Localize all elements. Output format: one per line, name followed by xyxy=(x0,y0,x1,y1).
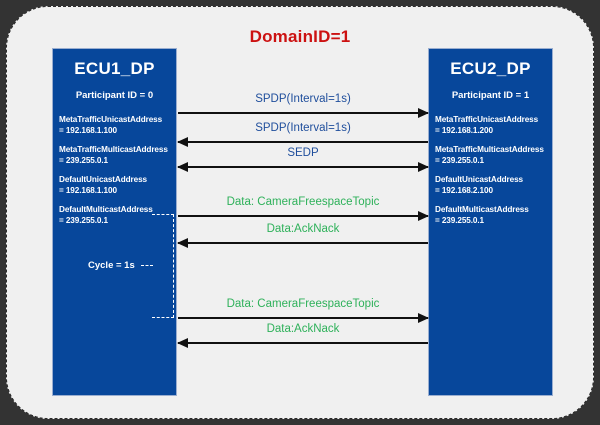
participant-id-ecu2: Participant ID = 1 xyxy=(451,90,530,101)
arrowhead-left-icon xyxy=(177,137,188,147)
arrowhead-right-icon xyxy=(418,313,429,323)
message-arrow: SPDP(Interval=1s) xyxy=(178,93,429,118)
message-arrow: SEDP xyxy=(177,147,429,172)
message-label: Data:AckNack xyxy=(266,223,340,235)
cycle-bracket xyxy=(152,214,174,318)
address-entry: MetaTrafficMulticastAddress = 239.255.0.… xyxy=(59,145,176,167)
address-value: = 192.168.1.100 xyxy=(59,125,117,135)
message-label: SPDP(Interval=1s) xyxy=(255,93,351,105)
arrow-line xyxy=(178,342,428,344)
cycle-bracket-nub xyxy=(141,265,153,267)
message-arrow: Data: CameraFreespaceTopic xyxy=(178,298,429,323)
address-entry: DefaultMulticastAddress = 239.255.0.1 xyxy=(435,205,552,227)
address-entry: DefaultUnicastAddress = 192.168.1.100 xyxy=(59,175,176,197)
address-value: = 192.168.2.100 xyxy=(435,185,493,195)
address-entry: MetaTrafficMulticastAddress = 239.255.0.… xyxy=(435,145,552,167)
arrow-line xyxy=(178,317,428,319)
address-key: MetaTrafficMulticastAddress xyxy=(59,144,168,154)
participant-name-ecu1: ECU1_DP xyxy=(74,59,155,78)
participant-id-ecu1: Participant ID = 0 xyxy=(75,90,154,101)
arrowhead-left-icon xyxy=(177,162,188,172)
message-arrow: Data:AckNack xyxy=(177,323,428,348)
arrowhead-left-icon xyxy=(177,338,188,348)
arrow-line xyxy=(178,242,428,244)
address-key: MetaTrafficUnicastAddress xyxy=(59,115,163,124)
address-value: = 192.168.1.100 xyxy=(59,185,117,195)
address-value: = 239.255.0.1 xyxy=(435,155,485,165)
participant-name-ecu2: ECU2_DP xyxy=(450,59,531,78)
address-key: DefaultMulticastAddress xyxy=(435,204,529,214)
arrow-line xyxy=(178,112,428,114)
address-key: MetaTrafficUnicastAddress xyxy=(435,115,539,124)
message-label: Data:AckNack xyxy=(266,323,340,335)
arrow-line xyxy=(178,166,428,168)
participant-box-ecu1: ECU1_DP Participant ID = 0 MetaTrafficUn… xyxy=(52,48,177,396)
message-label: Data: CameraFreespaceTopic xyxy=(226,298,380,310)
arrow-line xyxy=(178,141,428,143)
message-arrow: SPDP(Interval=1s) xyxy=(177,122,428,147)
address-value: = 239.255.0.1 xyxy=(435,215,485,225)
message-arrow: Data: CameraFreespaceTopic xyxy=(178,196,429,221)
arrowhead-right-icon xyxy=(418,211,429,221)
message-label: Data: CameraFreespaceTopic xyxy=(226,196,380,208)
arrowhead-right-icon xyxy=(418,108,429,118)
message-label: SPDP(Interval=1s) xyxy=(255,122,351,134)
participant-box-ecu2: ECU2_DP Participant ID = 1 MetaTrafficUn… xyxy=(428,48,553,396)
address-value: = 239.255.0.1 xyxy=(59,155,109,165)
address-value: = 192.168.1.200 xyxy=(435,125,493,135)
address-entry: MetaTrafficUnicastAddress = 192.168.1.20… xyxy=(435,115,552,137)
address-key: DefaultUnicastAddress xyxy=(59,174,147,184)
address-list-ecu1: MetaTrafficUnicastAddress = 192.168.1.10… xyxy=(53,115,176,227)
address-entry: DefaultMulticastAddress = 239.255.0.1 xyxy=(59,205,176,227)
message-label: SEDP xyxy=(287,147,319,159)
address-key: DefaultUnicastAddress xyxy=(435,174,523,184)
address-key: MetaTrafficMulticastAddress xyxy=(435,144,544,154)
message-arrow: Data:AckNack xyxy=(177,223,428,248)
address-entry: DefaultUnicastAddress = 192.168.2.100 xyxy=(435,175,552,197)
address-value: = 239.255.0.1 xyxy=(59,215,109,225)
address-entry: MetaTrafficUnicastAddress = 192.168.1.10… xyxy=(59,115,176,137)
arrowhead-right-icon xyxy=(418,162,429,172)
page-title: DomainID=1 xyxy=(249,27,351,46)
cycle-label: Cycle = 1s xyxy=(88,260,135,271)
arrowhead-left-icon xyxy=(177,238,188,248)
address-list-ecu2: MetaTrafficUnicastAddress = 192.168.1.20… xyxy=(429,115,552,227)
arrow-line xyxy=(178,215,428,217)
address-key: DefaultMulticastAddress xyxy=(59,204,153,214)
